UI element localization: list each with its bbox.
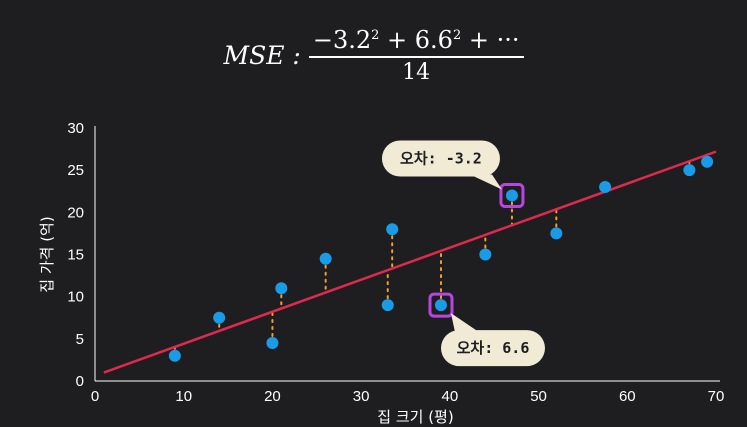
- x-tick-label: 70: [708, 388, 725, 405]
- y-axis-label: 집 가격 (억): [38, 216, 56, 292]
- data-point: [599, 181, 612, 194]
- tick-labels: 0 10 20 30 40 50 60 70 0 5 10 15 20 25 30: [67, 120, 724, 405]
- data-point: [386, 223, 399, 236]
- highlight-boxes: [428, 182, 525, 318]
- x-tick-label: 50: [530, 388, 547, 405]
- callout-text: 오차: 6.6: [457, 339, 530, 357]
- callout: 오차: -3.2: [381, 140, 502, 190]
- data-point: [683, 164, 696, 177]
- y-tick-label: 5: [76, 331, 84, 348]
- x-tick-label: 10: [175, 388, 192, 405]
- data-points: [168, 155, 714, 362]
- callout-text: 오차: -3.2: [400, 149, 482, 167]
- callout-box: [440, 330, 545, 367]
- mse-fraction: −3.22 + 6.62 + ··· 14: [308, 26, 524, 85]
- numerator-term-2: + 6.6: [379, 26, 453, 54]
- y-tick-label: 20: [67, 204, 84, 221]
- y-tick-label: 0: [76, 373, 84, 390]
- data-point: [505, 189, 518, 202]
- highlight-box: [499, 182, 525, 208]
- data-point: [213, 311, 226, 324]
- y-tick-label: 10: [67, 289, 84, 306]
- data-point: [701, 155, 714, 168]
- x-tick-label: 20: [264, 388, 281, 405]
- numerator-term-1: −3.2: [312, 26, 372, 54]
- callout-box: [381, 140, 500, 177]
- numerator-exponent-1: 2: [371, 28, 380, 43]
- numerator-ellipsis: + ···: [461, 26, 520, 54]
- y-tick-label: 30: [67, 120, 84, 137]
- axes: [94, 126, 720, 382]
- data-point: [381, 299, 394, 312]
- regression-line: [103, 150, 717, 374]
- x-tick-label: 30: [353, 388, 370, 405]
- mse-numerator: −3.22 + 6.62 + ···: [308, 26, 524, 58]
- highlight-box: [428, 292, 454, 318]
- numerator-exponent-2: 2: [452, 28, 462, 43]
- x-axis-label: 집 크기 (평): [377, 408, 453, 426]
- data-point: [434, 299, 447, 312]
- x-tick-label: 40: [442, 388, 459, 405]
- mse-label: MSE :: [223, 41, 301, 70]
- x-tick-label: 0: [91, 388, 99, 405]
- data-point: [266, 337, 279, 350]
- callout: 오차: 6.6: [440, 313, 545, 367]
- mse-formula: MSE : −3.22 + 6.62 + ··· 14: [0, 26, 747, 85]
- x-tick-label: 60: [619, 388, 636, 405]
- y-tick-label: 25: [67, 162, 84, 179]
- data-point: [168, 349, 181, 362]
- y-tick-label: 15: [67, 247, 84, 264]
- data-point: [275, 282, 288, 295]
- data-point: [319, 252, 332, 265]
- callout-tail: [450, 313, 479, 333]
- callout-tail: [469, 174, 502, 190]
- mse-denominator: 14: [402, 60, 431, 85]
- callouts: 오차: -3.2 오차: 6.6: [381, 140, 545, 367]
- data-point: [479, 248, 492, 261]
- data-point: [550, 227, 563, 240]
